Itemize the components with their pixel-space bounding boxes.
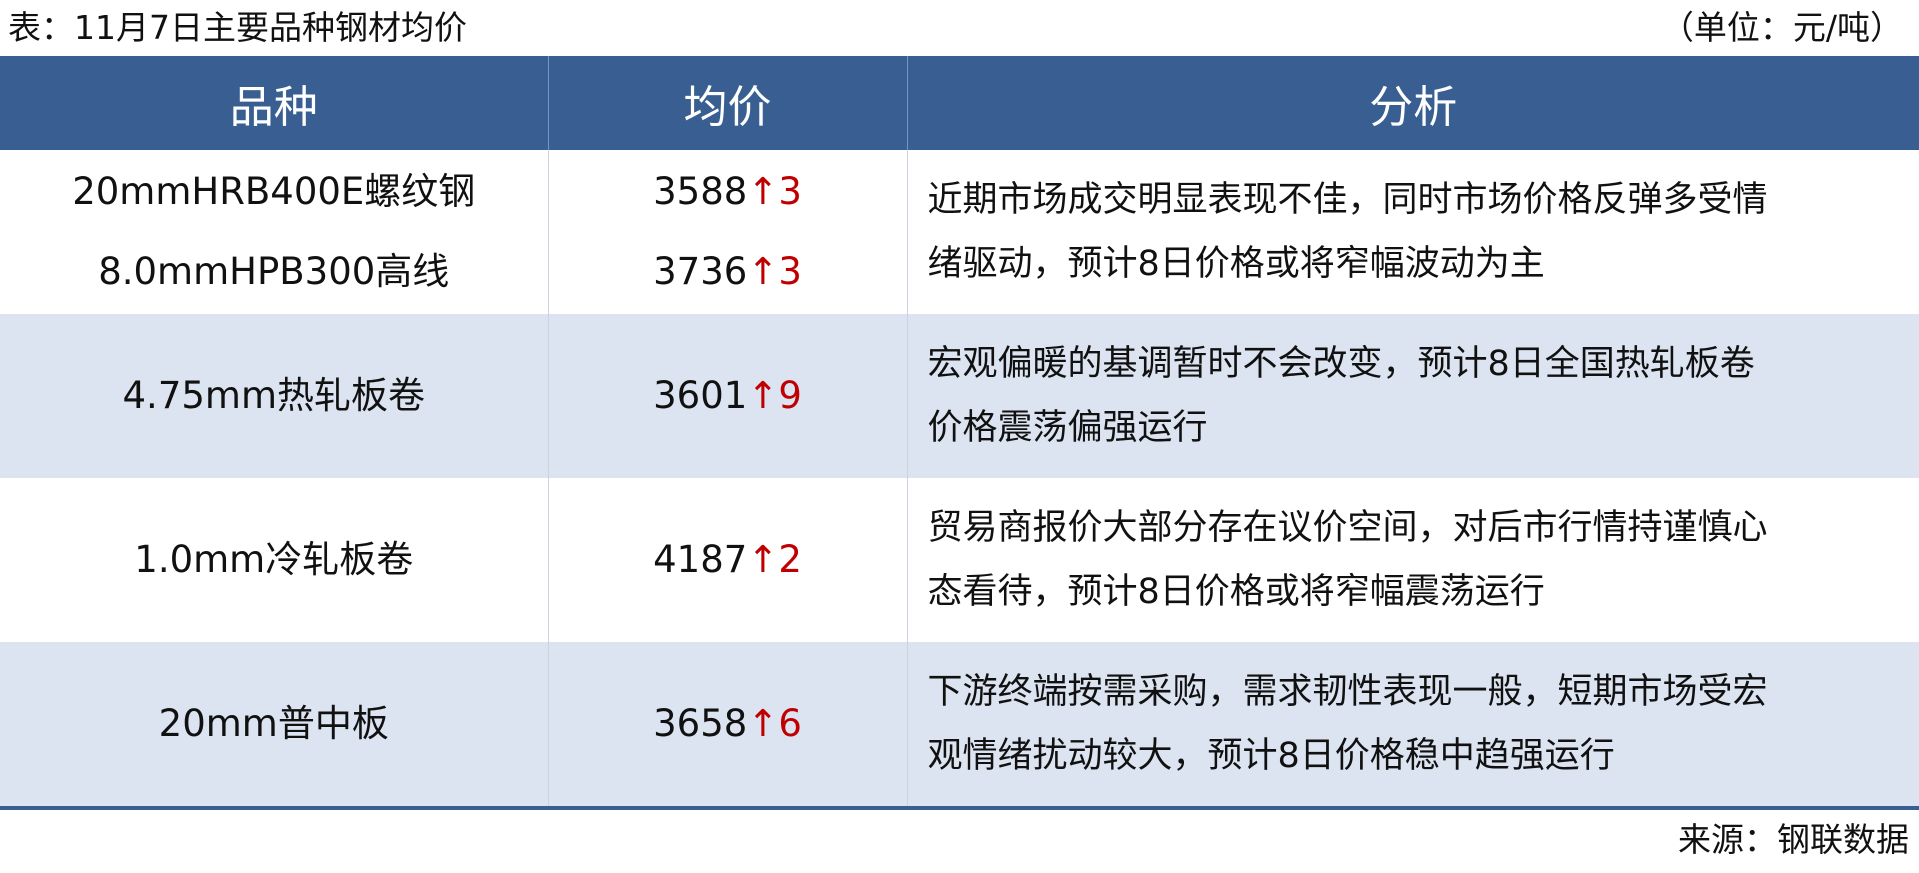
table-row: 20mm普中板 3658↑6 下游终端按需采购，需求韧性表现一般，短期市场受宏 …	[0, 642, 1919, 810]
table-row: 1.0mm冷轧板卷 4187↑2 贸易商报价大部分存在议价空间，对后市行情持谨慎…	[0, 478, 1919, 642]
price-table: 品种 均价 分析 20mmHRB400E螺纹钢 8.0mmHPB300高线 35…	[0, 56, 1919, 810]
analysis-line: 绪驱动，预计8日价格或将窄幅波动为主	[927, 244, 1545, 284]
price-change-up: ↑6	[747, 702, 802, 745]
variety-cell: 20mmHRB400E螺纹钢 8.0mmHPB300高线	[0, 150, 548, 314]
variety-cell: 4.75mm热轧板卷	[0, 314, 548, 478]
price-line: 3601↑9	[549, 356, 907, 436]
price-value: 3588	[653, 170, 748, 213]
price-value: 3658	[653, 702, 748, 745]
analysis-text: 贸易商报价大部分存在议价空间，对后市行情持谨慎心 态看待，预计8日价格或将窄幅震…	[908, 496, 1919, 624]
analysis-line: 观情绪扰动较大，预计8日价格稳中趋强运行	[927, 736, 1615, 776]
variety-name: 20mm普中板	[158, 702, 389, 745]
variety-cell: 20mm普中板	[0, 642, 548, 810]
table-row: 4.75mm热轧板卷 3601↑9 宏观偏暖的基调暂时不会改变，预计8日全国热轧…	[0, 314, 1919, 478]
analysis-text: 下游终端按需采购，需求韧性表现一般，短期市场受宏 观情绪扰动较大，预计8日价格稳…	[908, 660, 1919, 788]
header-avg-price: 均价	[547, 56, 907, 150]
variety-name: 1.0mm冷轧板卷	[134, 538, 414, 581]
table-header-row: 品种 均价 分析	[0, 56, 1919, 150]
analysis-line: 价格震荡偏强运行	[927, 408, 1208, 448]
analysis-line: 贸易商报价大部分存在议价空间，对后市行情持谨慎心	[927, 508, 1768, 548]
caption-unit: （单位：元/吨）	[1660, 8, 1903, 47]
price-change-up: ↑3	[747, 170, 802, 213]
analysis-cell: 宏观偏暖的基调暂时不会改变，预计8日全国热轧板卷 价格震荡偏强运行	[906, 314, 1919, 478]
source-note: 来源：钢联数据	[1678, 820, 1909, 859]
analysis-line: 近期市场成交明显表现不佳，同时市场价格反弹多受情	[927, 180, 1768, 220]
table-caption: 表：11月7日主要品种钢材均价 （单位：元/吨）	[0, 0, 1919, 56]
price-line: 3588↑3	[549, 152, 907, 232]
analysis-text: 宏观偏暖的基调暂时不会改变，预计8日全国热轧板卷 价格震荡偏强运行	[908, 332, 1919, 460]
price-cell: 3588↑3 3736↑3	[547, 150, 907, 314]
price-cell: 4187↑2	[547, 478, 907, 642]
header-variety: 品种	[0, 56, 548, 150]
header-analysis: 分析	[906, 56, 1919, 150]
analysis-line: 宏观偏暖的基调暂时不会改变，预计8日全国热轧板卷	[927, 344, 1755, 384]
price-change-up: ↑2	[747, 538, 802, 581]
price-value: 3736	[653, 250, 748, 293]
variety-name: 20mmHRB400E螺纹钢	[72, 170, 476, 213]
price-line: 3736↑3	[549, 232, 907, 312]
analysis-line: 态看待，预计8日价格或将窄幅震荡运行	[927, 572, 1545, 612]
analysis-line: 下游终端按需采购，需求韧性表现一般，短期市场受宏	[927, 672, 1768, 712]
price-line: 3658↑6	[549, 684, 907, 764]
analysis-cell: 贸易商报价大部分存在议价空间，对后市行情持谨慎心 态看待，预计8日价格或将窄幅震…	[906, 478, 1919, 642]
caption-title: 表：11月7日主要品种钢材均价	[8, 8, 467, 47]
price-line: 4187↑2	[549, 520, 907, 600]
variety-cell: 1.0mm冷轧板卷	[0, 478, 548, 642]
price-cell: 3658↑6	[547, 642, 907, 810]
price-value: 4187	[653, 538, 748, 581]
table-row: 20mmHRB400E螺纹钢 8.0mmHPB300高线 3588↑3 3736…	[0, 150, 1919, 314]
analysis-cell: 近期市场成交明显表现不佳，同时市场价格反弹多受情 绪驱动，预计8日价格或将窄幅波…	[906, 150, 1919, 314]
price-value: 3601	[653, 374, 748, 417]
analysis-cell: 下游终端按需采购，需求韧性表现一般，短期市场受宏 观情绪扰动较大，预计8日价格稳…	[906, 642, 1919, 810]
analysis-text: 近期市场成交明显表现不佳，同时市场价格反弹多受情 绪驱动，预计8日价格或将窄幅波…	[908, 168, 1919, 296]
price-cell: 3601↑9	[547, 314, 907, 478]
variety-name: 4.75mm热轧板卷	[122, 374, 425, 417]
variety-name: 8.0mmHPB300高线	[98, 250, 450, 293]
price-change-up: ↑9	[747, 374, 802, 417]
price-change-up: ↑3	[747, 250, 802, 293]
